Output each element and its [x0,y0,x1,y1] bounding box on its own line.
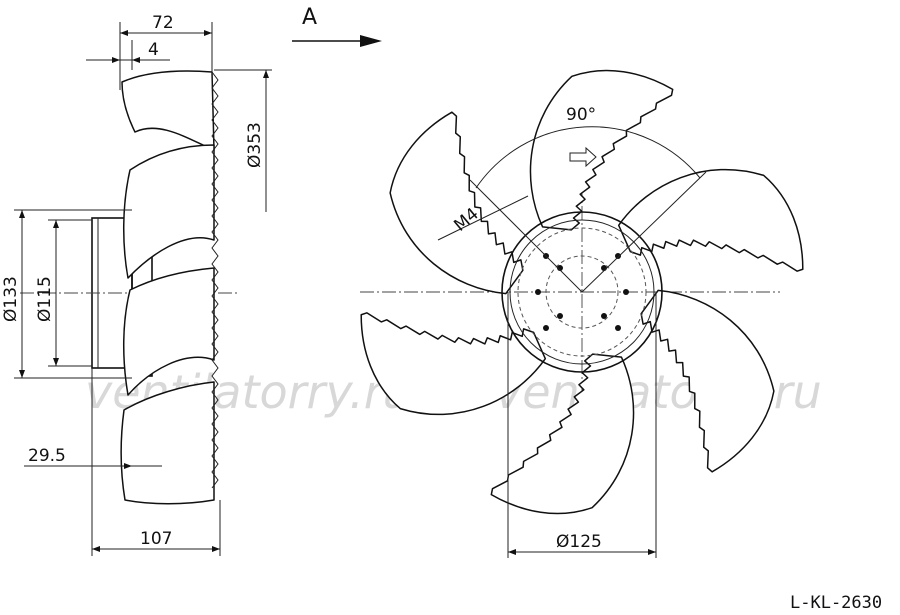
dim-107-label: 107 [140,529,172,549]
view-label: A [302,5,317,30]
front-blade [360,312,547,416]
hub-ring [509,219,655,365]
hub-hole [623,289,629,295]
angle-arc [475,126,701,189]
hub-hole [535,289,541,295]
hub-hole [557,313,563,319]
dim-d353-label: Ø353 [245,122,265,168]
angle-label: 90° [566,105,596,125]
hub-outer [501,211,663,373]
hub-hole [601,313,607,319]
view-arrow-a: A [292,5,382,47]
dim-72-label: 72 [152,13,174,33]
side-view: 72 4 Ø353 Ø133 Ø115 29.5 107 [1,13,272,556]
front-blade [640,289,775,473]
side-blade-4 [120,381,215,505]
front-blades [360,69,804,515]
dim-d133-label: Ø133 [1,276,21,322]
side-serrated-edge [211,71,219,489]
drawing-code: L-KL-2630 [790,593,882,613]
front-blade [490,353,635,515]
hub-hole [615,253,621,259]
hub-inner-circle [545,255,619,329]
dim-d115-label: Ø115 [35,276,55,322]
dim-4-label: 4 [148,40,159,60]
hub-bolt-circle [517,227,647,357]
rotation-arrow [569,146,597,168]
dim-d125-label: Ø125 [556,532,602,552]
dim-29-5-label: 29.5 [28,446,66,466]
side-blade-1 [121,70,215,151]
front-view: 90° M4 Ø125 [360,69,804,558]
hub-hole [615,325,621,331]
hub-hole [543,325,549,331]
front-blade [617,168,804,272]
front-blade [389,111,524,295]
side-blade-3 [122,267,215,396]
front-blade [529,69,674,231]
hub-hole [557,265,563,271]
side-blade-2 [122,144,215,279]
